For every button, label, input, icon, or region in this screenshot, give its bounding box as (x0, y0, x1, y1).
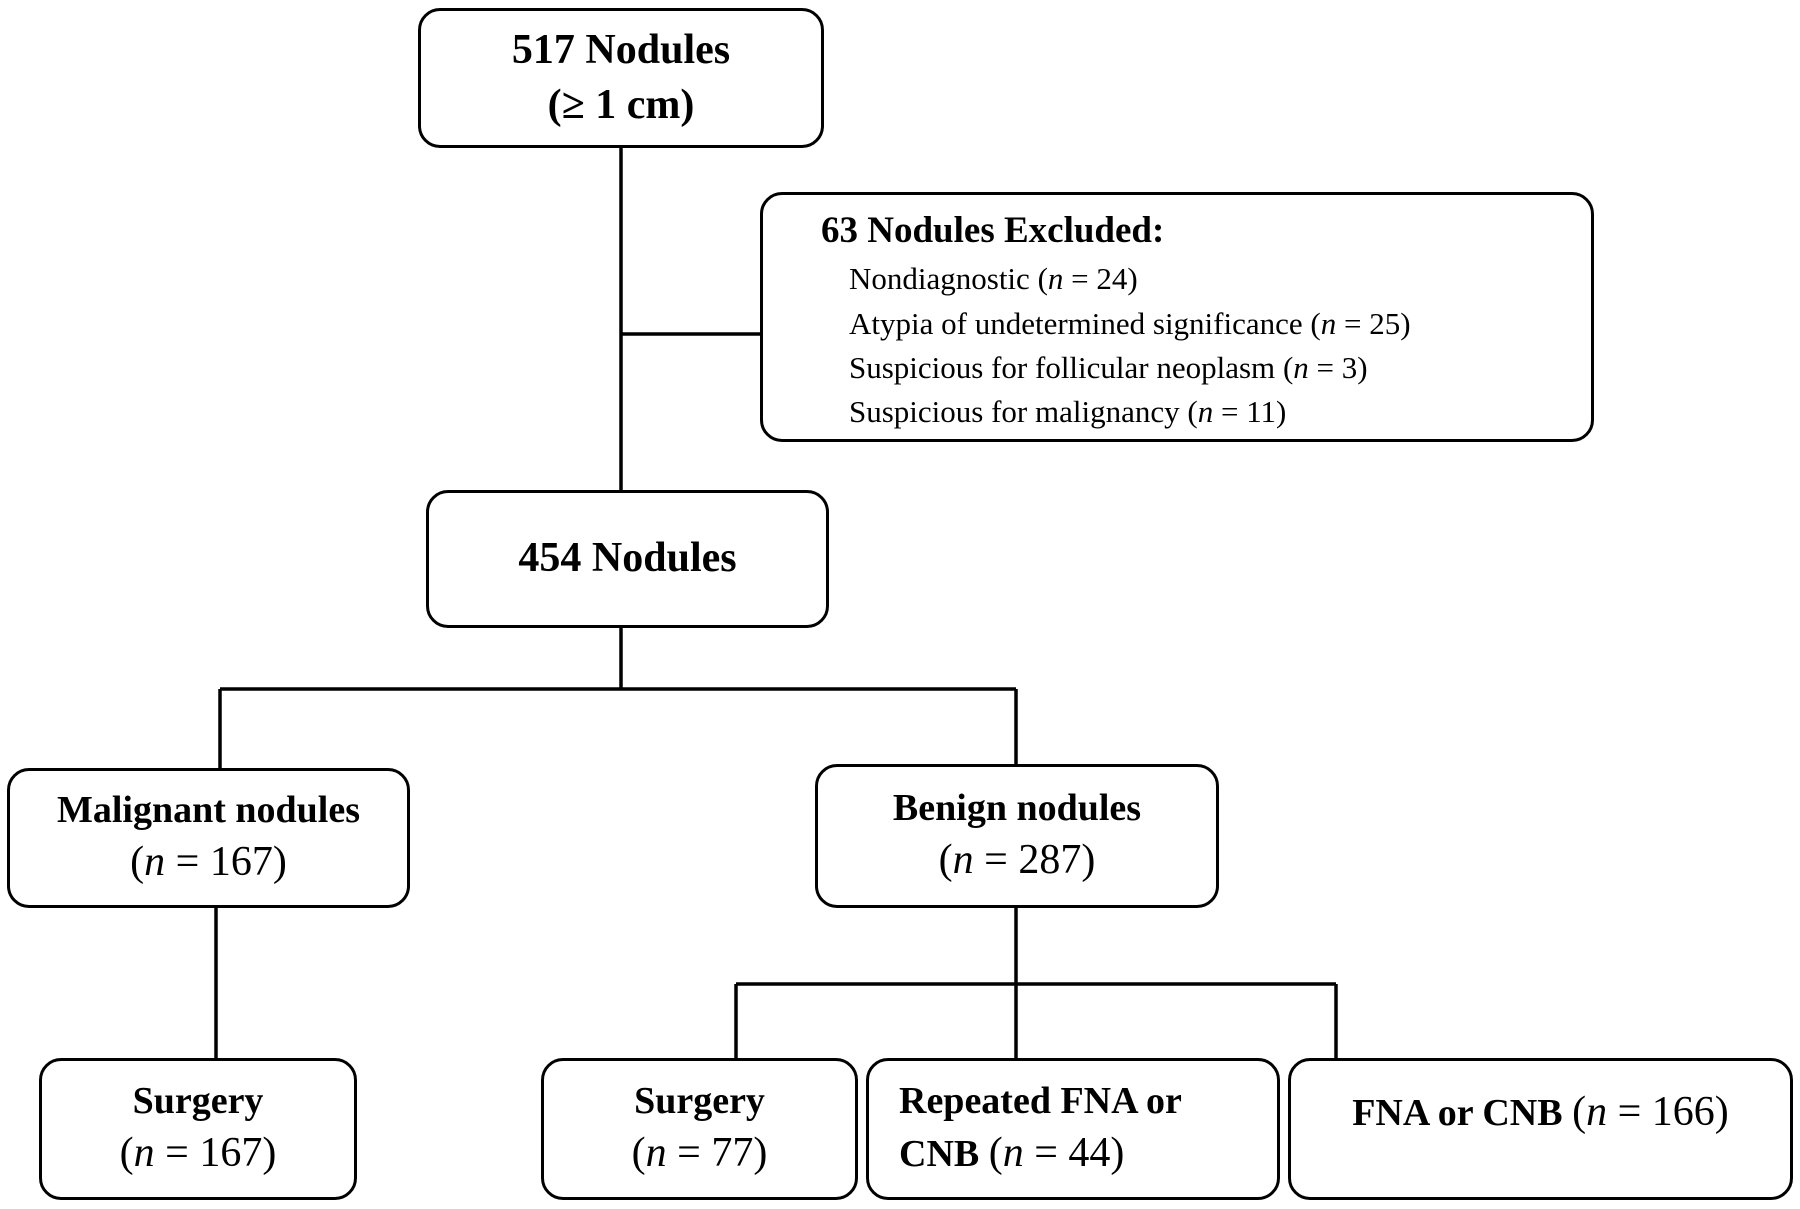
n-symbol: n (1197, 394, 1214, 430)
equals-sign: = (1336, 305, 1370, 341)
repeated-label-line2: CNB (n = 44) (899, 1130, 1125, 1177)
n-symbol: n (1002, 1130, 1024, 1177)
excluded-item-malignancy: Suspicious for malignancy (n = 11) (849, 394, 1287, 430)
malignant-count: (n = 167) (130, 839, 287, 886)
total-nodules-label: 517 Nodules (511, 26, 731, 73)
remaining-nodules-label: 454 Nodules (518, 535, 737, 582)
box-517-nodules: 517 Nodules (≥ 1 cm) (418, 8, 824, 148)
surgery-benign-count: (n = 77) (631, 1130, 768, 1177)
benign-n: 287 (1018, 837, 1082, 884)
excluded-item-label: Suspicious for malignancy (849, 394, 1180, 430)
equals-sign: = (1213, 394, 1247, 430)
excluded-item-follicular: Suspicious for follicular neoplasm (n = … (849, 350, 1368, 386)
box-excluded-nodules: 63 Nodules Excluded: Nondiagnostic (n = … (760, 192, 1594, 442)
excluded-item-nondiagnostic: Nondiagnostic (n = 24) (849, 261, 1138, 297)
n-symbol: n (1320, 305, 1337, 341)
box-surgery-benign: Surgery (n = 77) (541, 1058, 858, 1200)
box-fna-or-cnb: FNA or CNB (n = 166) (1288, 1058, 1793, 1200)
equals-sign: = (1308, 350, 1342, 386)
n-symbol: n (1047, 261, 1064, 297)
surgery-benign-label: Surgery (634, 1080, 765, 1123)
excluded-item-count: 11 (1246, 394, 1277, 430)
equals-sign: = (1023, 1130, 1069, 1177)
box-surgery-malignant: Surgery (n = 167) (39, 1058, 357, 1200)
excluded-item-count: 24 (1096, 261, 1128, 297)
excluded-title: 63 Nodules Excluded: (821, 210, 1165, 251)
surgery-benign-n: 77 (711, 1130, 754, 1177)
box-benign-nodules: Benign nodules (n = 287) (815, 764, 1219, 908)
excluded-item-atypia: Atypia of undetermined significance (n =… (849, 305, 1411, 341)
surgery-malignant-n: 167 (199, 1130, 263, 1177)
excluded-item-count: 25 (1369, 305, 1401, 341)
benign-label: Benign nodules (892, 787, 1142, 830)
box-454-nodules: 454 Nodules (426, 490, 829, 628)
excluded-item-count: 3 (1341, 350, 1358, 386)
size-criterion-label: (≥ 1 cm) (547, 82, 695, 128)
equals-sign: = (154, 1130, 200, 1177)
equals-sign: = (973, 837, 1019, 884)
fna-cnb-label: FNA or CNB (1352, 1092, 1563, 1134)
n-symbol: n (952, 837, 974, 884)
equals-sign: = (1607, 1089, 1652, 1135)
equals-sign: = (1063, 261, 1097, 297)
surgery-malignant-count: (n = 167) (119, 1130, 277, 1177)
repeated-n: 44 (1068, 1130, 1111, 1177)
n-symbol: n (133, 1130, 155, 1177)
excluded-item-label: Nondiagnostic (849, 261, 1030, 297)
excluded-item-label: Atypia of undetermined significance (849, 305, 1303, 341)
surgery-malignant-label: Surgery (132, 1080, 264, 1123)
n-symbol: n (1293, 350, 1309, 386)
excluded-item-label: Suspicious for follicular neoplasm (849, 350, 1276, 386)
fna-cnb-line: FNA or CNB (n = 166) (1352, 1089, 1729, 1135)
benign-count: (n = 287) (938, 837, 1096, 884)
n-symbol: n (645, 1130, 667, 1177)
malignant-n: 167 (209, 839, 273, 886)
malignant-label: Malignant nodules (56, 789, 361, 832)
box-repeated-fna-cnb: Repeated FNA or CNB (n = 44) (866, 1058, 1280, 1200)
repeated-label-line1: Repeated FNA or (899, 1080, 1182, 1123)
n-symbol: n (1586, 1089, 1608, 1135)
box-malignant-nodules: Malignant nodules (n = 167) (7, 768, 410, 908)
equals-sign: = (666, 1130, 712, 1177)
n-symbol: n (144, 839, 166, 886)
repeated-cnb-label: CNB (899, 1133, 980, 1176)
fna-cnb-n: 166 (1651, 1089, 1715, 1135)
equals-sign: = (165, 839, 210, 886)
